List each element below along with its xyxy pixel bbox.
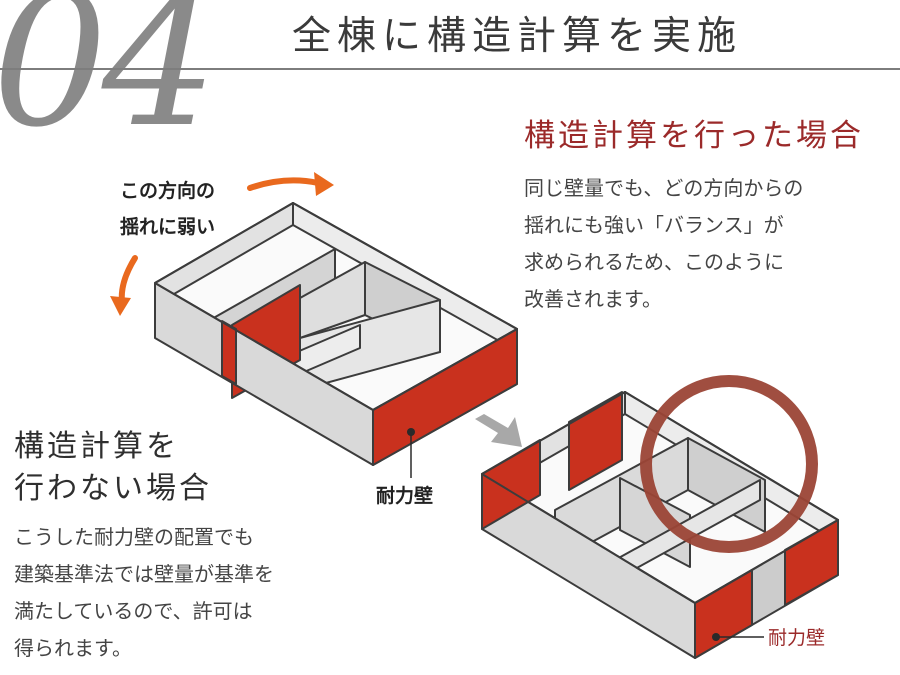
section-number: 04 bbox=[0, 0, 218, 167]
arrow-down-icon bbox=[110, 296, 131, 316]
text-line: 改善されます。 bbox=[524, 287, 662, 311]
heading-line: 構造計算を bbox=[14, 429, 179, 464]
arrow-right-icon bbox=[314, 172, 334, 196]
text-line: 建築基準法では壁量が基準を bbox=[14, 562, 274, 586]
text-line: 求められるため、このように bbox=[524, 250, 784, 274]
direction-label: この方向の 揺れに弱い bbox=[120, 173, 215, 245]
text-line: この方向の bbox=[120, 180, 216, 202]
text-line: 同じ壁量でも、どの方向からの bbox=[524, 176, 804, 200]
left-floorplan-box bbox=[154, 202, 518, 466]
without-calc-text: こうした耐力壁の配置でも 建築基準法では壁量が基準を 満たしているので、許可は … bbox=[14, 519, 344, 667]
with-calc-heading: 構造計算を行った場合 bbox=[524, 118, 864, 154]
highlight-circle bbox=[640, 375, 818, 553]
heading-line: 行わない場合 bbox=[14, 471, 212, 506]
text-line: 得られます。 bbox=[14, 636, 132, 660]
bearing-wall-label-left: 耐力壁 bbox=[376, 485, 434, 507]
text-line: こうした耐力壁の配置でも bbox=[14, 525, 254, 549]
bearing-wall-label-right: 耐力壁 bbox=[768, 627, 826, 649]
text-line: 揺れにも強い「バランス」が bbox=[524, 213, 784, 237]
page-title: 全棟に構造計算を実施 bbox=[292, 14, 743, 59]
text-line: 揺れに弱い bbox=[120, 216, 216, 238]
without-calc-heading: 構造計算を 行わない場合 bbox=[14, 426, 212, 510]
text-line: 満たしているので、許可は bbox=[14, 599, 253, 623]
right-floorplan-box bbox=[481, 391, 839, 659]
transition-arrow bbox=[475, 414, 522, 447]
header-rule bbox=[0, 68, 900, 70]
with-calc-text: 同じ壁量でも、どの方向からの 揺れにも強い「バランス」が 求められるため、このよ… bbox=[524, 170, 894, 318]
